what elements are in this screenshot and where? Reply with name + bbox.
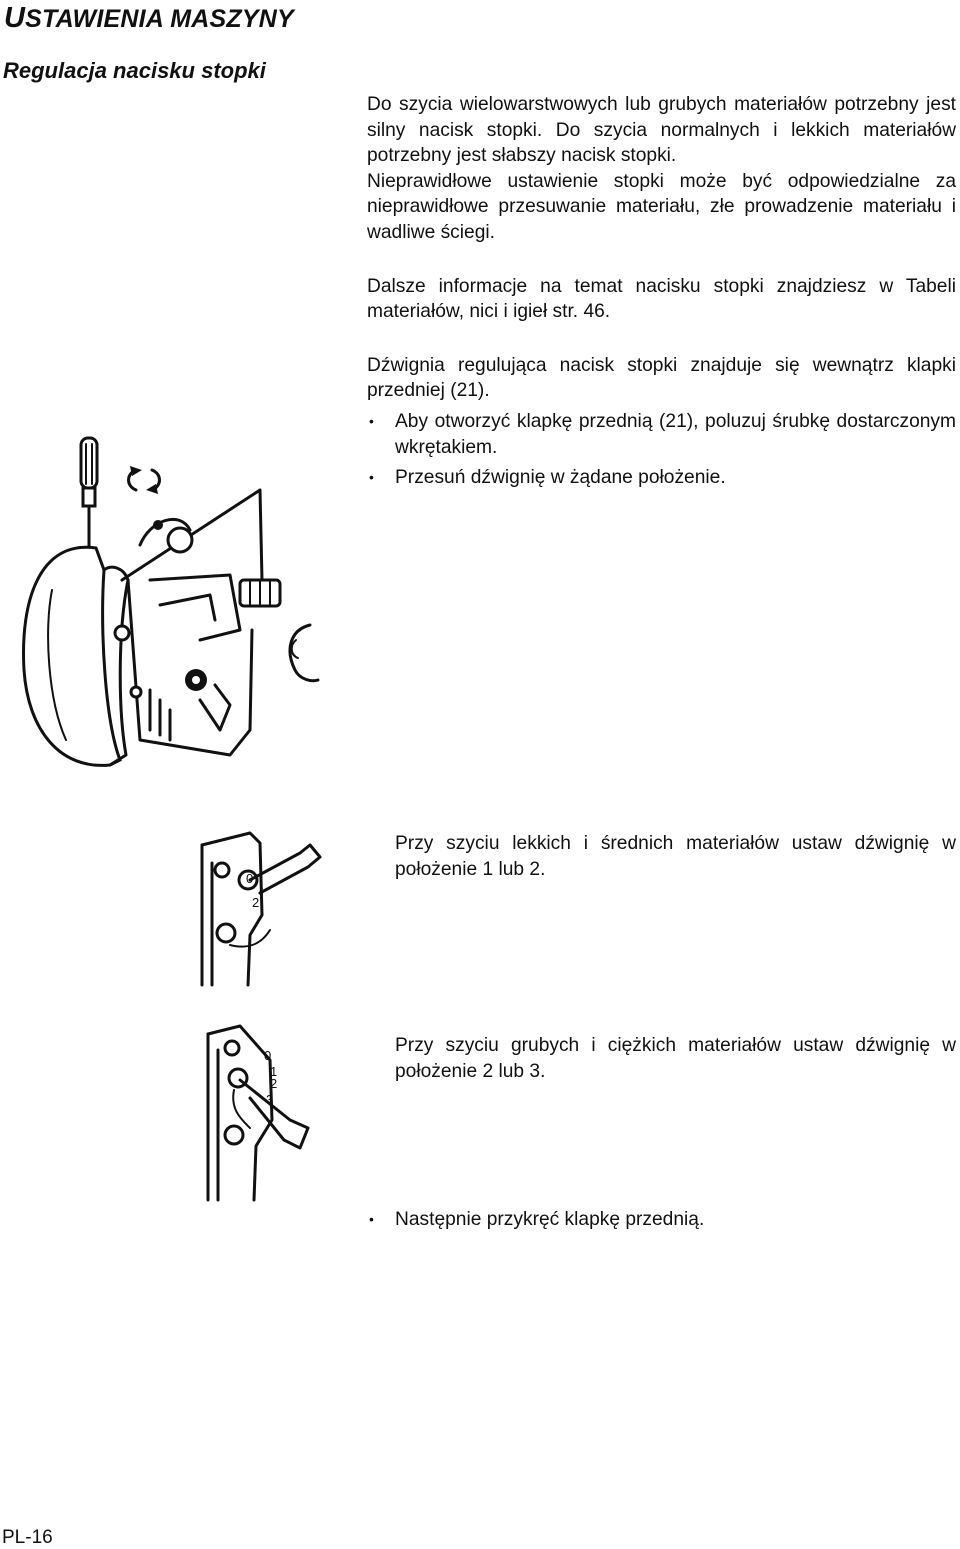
bullet-item: • Przesuń dźwignię w żądane położenie. bbox=[367, 465, 956, 491]
lever-light-illustration: 0 2 bbox=[200, 831, 322, 987]
section-title: Regulacja nacisku stopki bbox=[3, 58, 266, 83]
final-step-text: Następnie przykręć klapkę przednią. bbox=[395, 1209, 705, 1230]
page-title: USTAWIENIA MASZYNY bbox=[4, 2, 294, 34]
bullet-dot: • bbox=[369, 412, 374, 429]
intro-text: Do szycia wielowarstwowych lub grubych m… bbox=[367, 92, 956, 491]
lever-scale-label-2: 2 bbox=[252, 895, 259, 910]
intro-paragraph-1: Do szycia wielowarstwowych lub grubych m… bbox=[367, 94, 956, 167]
bullet-dot: • bbox=[369, 469, 374, 486]
intro-paragraph-2: Nieprawidłowe ustawienie stopki może być… bbox=[367, 170, 956, 243]
bullet-item: • Aby otworzyć klapkę przednią (21), pol… bbox=[367, 409, 956, 460]
lever-heavy-illustration: 0 1 2 3 bbox=[206, 1024, 310, 1202]
intro-paragraph-4: Dźwignia regulująca nacisk stopki znajdu… bbox=[367, 354, 956, 402]
lever-scale-label-1: 1 bbox=[270, 1064, 277, 1079]
bullet-dot: • bbox=[369, 1211, 374, 1227]
setting-heavy-text: Przy szyciu grubych i ciężkich materiałó… bbox=[395, 1035, 956, 1082]
bullet-text-open-cover: Aby otworzyć klapkę przednią (21), poluz… bbox=[395, 410, 956, 458]
bullet-text-move-lever: Przesuń dźwignię w żądane położenie. bbox=[395, 467, 726, 489]
lever-scale-label-3: 3 bbox=[266, 1092, 273, 1107]
final-step-bullet: • Następnie przykręć klapkę przednią. bbox=[367, 1207, 956, 1233]
machine-cover-illustration bbox=[22, 436, 320, 767]
setting-light-text: Przy szyciu lekkich i średnich materiałó… bbox=[395, 833, 956, 880]
lever-scale-label-0: 0 bbox=[264, 1048, 271, 1063]
intro-paragraph-3: Dalsze informacje na temat nacisku stopk… bbox=[367, 275, 956, 323]
screwdriver-icon bbox=[79, 436, 99, 554]
lever-scale-label-2: 2 bbox=[270, 1076, 277, 1091]
rotate-arrows-icon bbox=[127, 466, 161, 494]
lever-scale-label-0: 0 bbox=[246, 871, 253, 886]
page-number: PL-16 bbox=[2, 1527, 53, 1548]
